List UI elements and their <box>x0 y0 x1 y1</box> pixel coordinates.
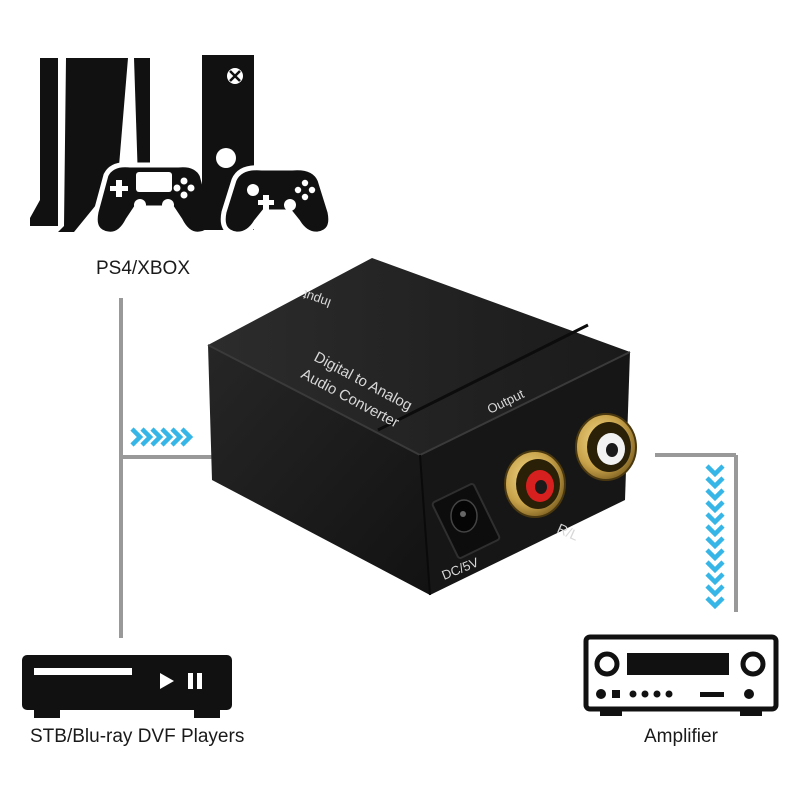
console-label: PS4/XBOX <box>96 258 190 279</box>
device-channel-label: R/L <box>555 520 582 544</box>
xbox-controller-icon <box>220 165 334 237</box>
amplifier-label: Amplifier <box>644 726 718 747</box>
rca-red-jack <box>504 450 566 518</box>
ps4-console-icon <box>30 58 150 232</box>
connection-lines <box>119 298 738 638</box>
amplifier-icon <box>583 634 779 716</box>
bluray-player-icon <box>22 655 232 718</box>
output-arrow-icon <box>705 464 725 610</box>
player-label: STB/Blu-ray DVF Players <box>30 726 245 747</box>
device-front-face <box>208 345 430 595</box>
dc-power-jack <box>431 483 501 559</box>
converter-device: Input Digital to Analog Audio Converter … <box>207 258 637 596</box>
rca-white-jack <box>575 413 637 481</box>
input-arrow-icon <box>130 427 194 447</box>
device-top-face <box>208 258 630 455</box>
ps4-controller-icon <box>92 162 216 237</box>
